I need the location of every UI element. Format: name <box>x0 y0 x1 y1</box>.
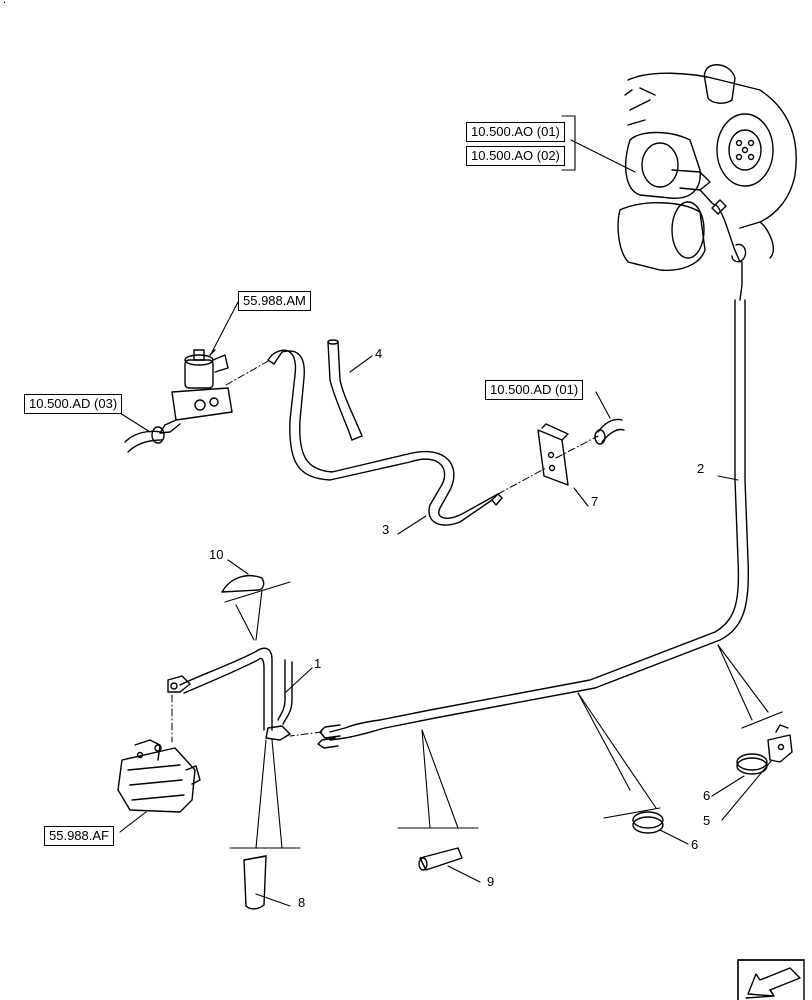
callout-7: 7 <box>591 494 599 509</box>
sleeve-9 <box>418 847 463 871</box>
ref-box-ao2[interactable]: 10.500.AO (02) <box>466 146 565 166</box>
ref-box-ad3[interactable]: 10.500.AD (03) <box>24 394 123 414</box>
ref-box-ad1[interactable]: 10.500.AD (01) <box>485 380 584 400</box>
clip-5 <box>767 724 793 763</box>
connection-lines <box>171 359 599 743</box>
navigation-arrow-icon[interactable] <box>737 959 805 1000</box>
engine-assembly <box>617 64 797 272</box>
pump-af <box>117 739 201 813</box>
clamp-10 <box>221 574 265 593</box>
tube-ad1 <box>594 418 625 445</box>
callout-1: 1 <box>314 656 322 671</box>
callout-5: 5 <box>703 813 711 828</box>
tube-ad3 <box>124 426 165 453</box>
callout-leaders <box>227 355 773 907</box>
callout-6a: 6 <box>703 788 711 803</box>
hose-2 <box>317 199 750 749</box>
bracket-7 <box>537 423 569 486</box>
callout-3: 3 <box>382 522 390 537</box>
callout-10: 10 <box>209 547 224 562</box>
harness-1 <box>167 647 293 741</box>
corner-mark: . <box>3 0 7 6</box>
hose-3 <box>267 349 503 526</box>
valve-am <box>159 349 233 434</box>
ref-box-ao1[interactable]: 10.500.AO (01) <box>466 122 565 142</box>
clamp-6b <box>632 811 664 834</box>
section-lines <box>224 581 783 849</box>
sleeve-8 <box>243 855 267 910</box>
reference-leaders <box>119 115 636 833</box>
ref-box-am[interactable]: 55.988.AM <box>238 291 311 311</box>
callout-9: 9 <box>487 874 495 889</box>
ref-box-af[interactable]: 55.988.AF <box>44 826 114 846</box>
callout-8: 8 <box>298 895 306 910</box>
callout-6b: 6 <box>691 837 699 852</box>
callout-2: 2 <box>697 461 705 476</box>
callout-4: 4 <box>375 346 383 361</box>
hose-4 <box>327 339 363 441</box>
